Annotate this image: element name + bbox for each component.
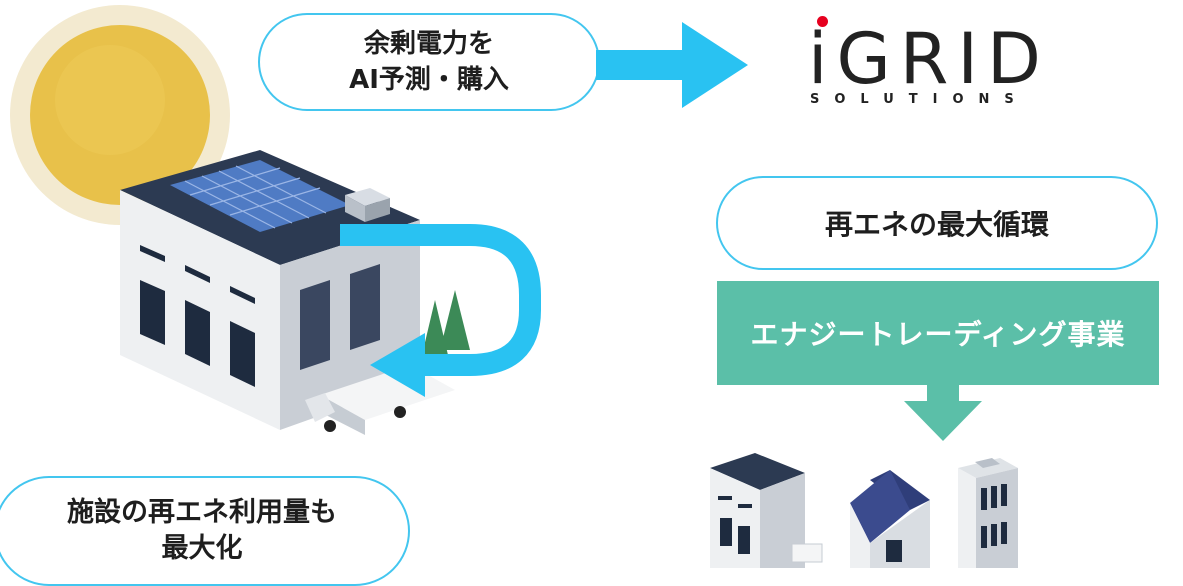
energy-trading-label: エナジートレーディング事業 <box>750 318 1126 351</box>
surplus-power-line2: AI予測・購入 <box>349 65 509 95</box>
sun-illustration <box>10 5 230 225</box>
logo-grid: GRID <box>836 18 1050 100</box>
curved-return-arrow-icon <box>340 224 541 397</box>
facility-renewable-usage-bubble: 施設の再エネ利用量も 最大化 <box>0 476 410 586</box>
logo-red-dot <box>817 16 828 27</box>
facility-usage-line2: 最大化 <box>161 533 243 564</box>
arrow-down-icon <box>904 383 982 441</box>
surplus-power-line1: 余剰電力を <box>363 29 494 59</box>
renewable-cycle-label: 再エネの最大循環 <box>824 208 1049 241</box>
buildings-illustration <box>710 453 1018 568</box>
arrow-right-icon <box>596 22 748 108</box>
renewable-cycle-bubble: 再エネの最大循環 <box>716 176 1158 270</box>
facility-usage-line1: 施設の再エネ利用量も <box>67 497 337 528</box>
logo-i: i <box>808 18 837 100</box>
logo-solutions: SOLUTIONS <box>810 92 1029 107</box>
surplus-power-bubble: 余剰電力を AI予測・購入 <box>258 13 600 111</box>
igrid-solutions-logo: iGRID SOLUTIONS <box>796 10 1056 110</box>
energy-trading-banner: エナジートレーディング事業 <box>717 281 1159 385</box>
